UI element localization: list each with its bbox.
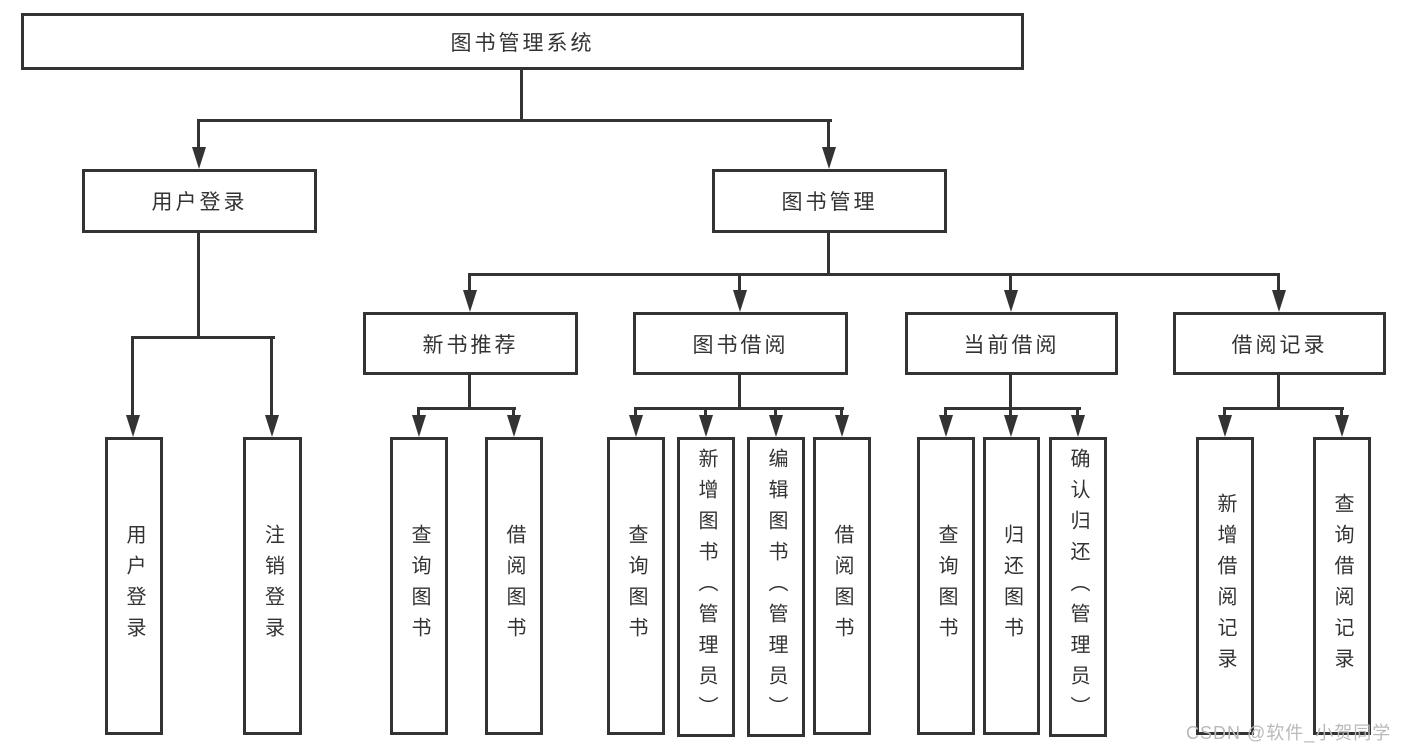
leaf-add-books-admin-label: 新增图书（管理员） [695,447,717,727]
leaf-add-books-admin: 新增图书（管理员） [677,437,735,737]
leaf-return-books: 归还图书 [983,437,1040,735]
arrow-down-icon [1218,415,1232,437]
leaf-query-books-current-label: 查询图书 [935,524,957,648]
connector-line [270,336,273,417]
node-new-book-recommend-label: 新书推荐 [422,333,519,357]
leaf-user-login: 用户登录 [105,437,163,735]
arrow-down-icon [463,290,477,312]
leaf-add-borrow-record-label: 新增借阅记录 [1214,493,1236,679]
node-book-borrow-label: 图书借阅 [692,333,789,357]
leaf-return-books-label: 归还图书 [1000,524,1023,648]
connector-line [1009,410,1012,417]
leaf-borrow-books-label: 借阅图书 [831,524,853,648]
connector-line [944,410,947,417]
arrow-down-icon [507,415,521,437]
connector-line [512,410,515,417]
leaf-borrow-books-recommend-label: 借阅图书 [503,524,525,648]
arrow-down-icon [1272,290,1286,312]
connector-line [774,410,777,417]
connector-line [827,233,830,276]
connector-line [738,276,741,292]
leaf-query-books-current: 查询图书 [917,437,975,735]
node-root: 图书管理系统 [21,13,1024,70]
connector-line [704,410,707,417]
arrow-down-icon [699,415,713,437]
leaf-edit-books-admin-label: 编辑图书（管理员） [765,447,787,727]
leaf-query-borrow-record-label: 查询借阅记录 [1331,493,1353,679]
arrow-down-icon [939,415,953,437]
leaf-query-books-borrow-label: 查询图书 [625,524,647,648]
connector-line [197,233,200,339]
connector-line [417,407,516,410]
node-borrow-record-label: 借阅记录 [1231,333,1328,357]
leaf-logout-label: 注销登录 [261,524,284,648]
leaf-query-books-recommend: 查询图书 [390,437,448,735]
arrow-down-icon [769,415,783,437]
node-root-label: 图书管理系统 [450,31,595,55]
connector-line [197,119,832,122]
arrow-down-icon [1004,415,1018,437]
node-current-borrow: 当前借阅 [905,312,1118,375]
connector-line [944,407,1081,410]
node-user-login: 用户登录 [82,169,317,233]
node-current-borrow-label: 当前借阅 [963,333,1060,357]
arrow-down-icon [1071,415,1085,437]
connector-line [1223,410,1226,417]
connector-line [634,410,637,417]
connector-line [1009,276,1012,292]
leaf-query-books-borrow: 查询图书 [607,437,665,735]
arrow-down-icon [733,290,747,312]
connector-line [520,70,523,121]
leaf-query-borrow-record: 查询借阅记录 [1313,437,1371,735]
arrow-down-icon [126,415,140,437]
connector-line [1076,410,1079,417]
node-book-management-label: 图书管理 [781,191,878,214]
leaf-add-borrow-record: 新增借阅记录 [1196,437,1254,735]
connector-line [1340,410,1343,417]
connector-line [197,119,200,149]
leaf-edit-books-admin: 编辑图书（管理员） [747,437,805,737]
arrow-down-icon [822,147,836,169]
arrow-down-icon [192,147,206,169]
leaf-query-books-recommend-label: 查询图书 [408,524,430,648]
connector-line [417,410,420,417]
leaf-borrow-books-recommend: 借阅图书 [485,437,543,735]
connector-line [468,276,471,292]
connector-line [131,336,275,339]
arrow-down-icon [1004,290,1018,312]
leaf-confirm-return-admin: 确认归还（管理员） [1049,437,1107,737]
connector-line [1009,375,1012,410]
connector-line [1277,375,1280,410]
leaf-logout: 注销登录 [243,437,302,735]
leaf-borrow-books: 借阅图书 [813,437,871,735]
leaf-confirm-return-admin-label: 确认归还（管理员） [1067,447,1089,727]
watermark: CSDN @软件_小贺同学 [1186,723,1392,743]
node-user-login-label: 用户登录 [151,191,248,214]
connector-line [1223,407,1344,410]
connector-line [131,336,134,417]
node-book-borrow: 图书借阅 [633,312,848,375]
connector-line [634,407,844,410]
node-new-book-recommend: 新书推荐 [363,312,578,375]
node-book-management: 图书管理 [712,169,947,233]
arrow-down-icon [835,415,849,437]
leaf-user-login-label: 用户登录 [123,524,145,648]
arrow-down-icon [629,415,643,437]
connector-line [468,273,1280,276]
connector-line [468,375,471,410]
connector-line [827,119,830,149]
connector-line [738,375,741,410]
arrow-down-icon [265,415,279,437]
connector-line [840,410,843,417]
node-borrow-record: 借阅记录 [1173,312,1386,375]
arrow-down-icon [1335,415,1349,437]
connector-line [1277,276,1280,292]
arrow-down-icon [412,415,426,437]
